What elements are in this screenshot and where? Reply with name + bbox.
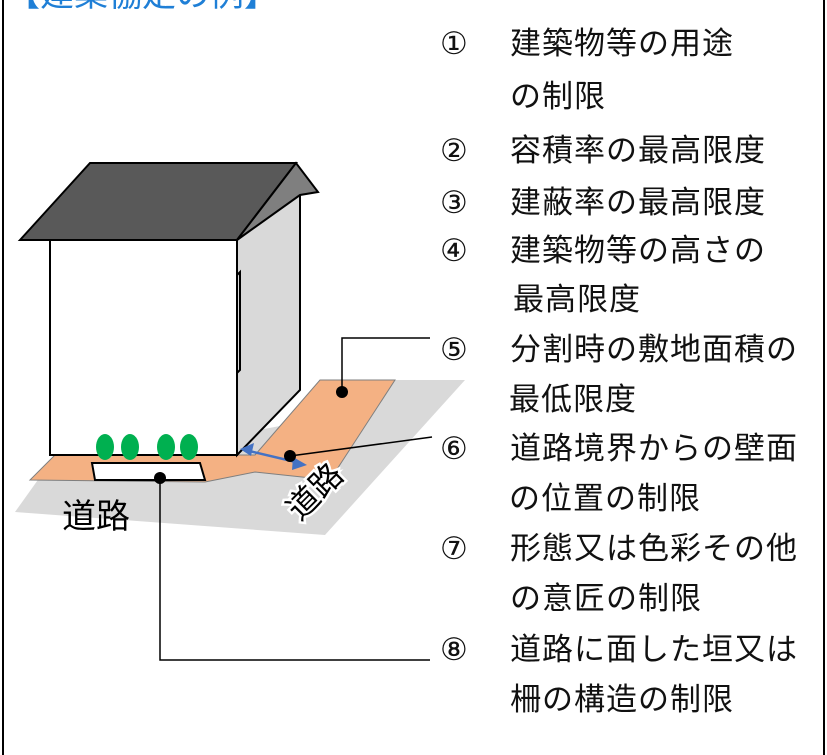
road-label-front: 道路 (62, 497, 130, 537)
item-number-8: ⑧ (440, 632, 469, 668)
item-2-text-line-1: 容積率の最高限度 (510, 133, 766, 169)
item-5-text-line-1: 分割時の敷地面積の (510, 332, 798, 368)
item-number-3: ③ (440, 185, 469, 221)
item-3-text-line-1: 建蔽率の最高限度 (510, 185, 766, 221)
item-8-text-line-2: 柵の構造の制限 (510, 682, 734, 718)
item-7-text-line-1: 形態又は色彩その他 (510, 531, 798, 567)
setback-arrow-head-right (292, 457, 307, 470)
item-1-text-line-1: 建築物等の用途 (510, 26, 734, 62)
marker-dot-8 (154, 472, 166, 484)
house-front-wall (49, 234, 238, 456)
leader-line-6 (289, 436, 433, 457)
leader-line-5 (341, 337, 430, 390)
item-number-4: ④ (440, 233, 469, 269)
item-6-text-line-2: の位置の制限 (509, 481, 701, 517)
item-7-text-line-2: の意匠の制限 (510, 581, 702, 617)
setback-arrow-head-left (240, 443, 254, 456)
marker-dot-6 (284, 450, 296, 462)
shrub-4 (180, 434, 198, 460)
item-number-1: ① (440, 26, 469, 62)
shrub-3 (157, 434, 175, 460)
item-4-text-line-2: 最高限度 (513, 282, 641, 318)
planter-fence (90, 462, 207, 481)
item-4-text-line-1: 建築物等の高さの (510, 233, 766, 269)
item-number-7: ⑦ (440, 531, 469, 567)
heading-title: 【建築協定の例】 (6, 0, 278, 15)
marker-dot-5 (336, 386, 348, 398)
item-5-text-line-2: 最低限度 (509, 382, 637, 418)
item-number-2: ② (440, 133, 469, 169)
item-8-text-line-1: 道路に面した垣又は (510, 632, 798, 668)
house-roof-side (236, 161, 320, 241)
shrub-1 (96, 434, 114, 460)
leader-line-8 (159, 478, 430, 661)
shrub-2 (121, 434, 139, 460)
item-number-5: ⑤ (440, 332, 469, 368)
item-number-6: ⑥ (440, 431, 469, 467)
item-6-text-line-1: 道路境界からの壁面 (510, 431, 798, 467)
item-1-text-line-2: の制限 (510, 79, 606, 115)
